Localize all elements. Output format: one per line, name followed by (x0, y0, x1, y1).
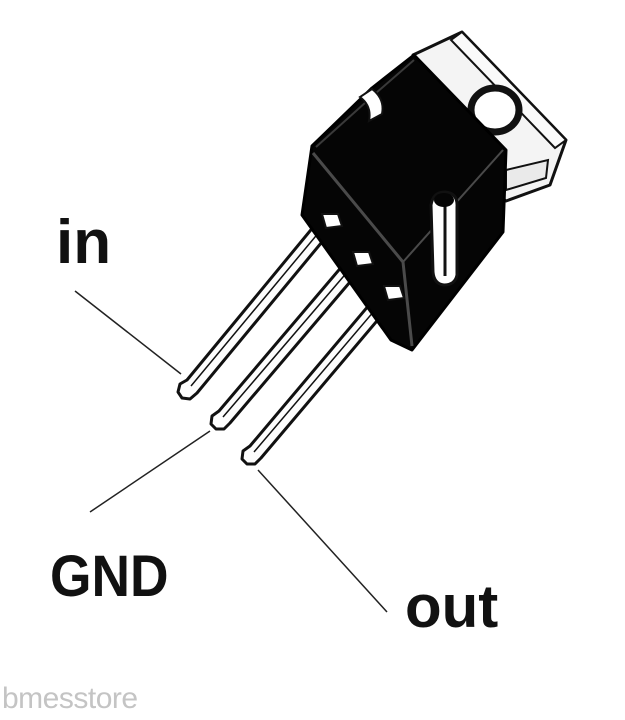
leader-line-in (74, 290, 182, 375)
pin-label-out: out (405, 573, 499, 640)
lead-stubs (320, 213, 406, 302)
leader-lines (74, 290, 388, 613)
plastic-body (300, 53, 508, 352)
pin-label-in: in (56, 208, 112, 277)
mounting-hole (467, 84, 523, 136)
leader-line-gnd (89, 430, 211, 513)
pin-label-gnd: GND (50, 544, 169, 609)
leader-line-out (257, 469, 388, 613)
watermark-text: bmesstore (2, 682, 138, 715)
metal-tab (400, 30, 568, 203)
